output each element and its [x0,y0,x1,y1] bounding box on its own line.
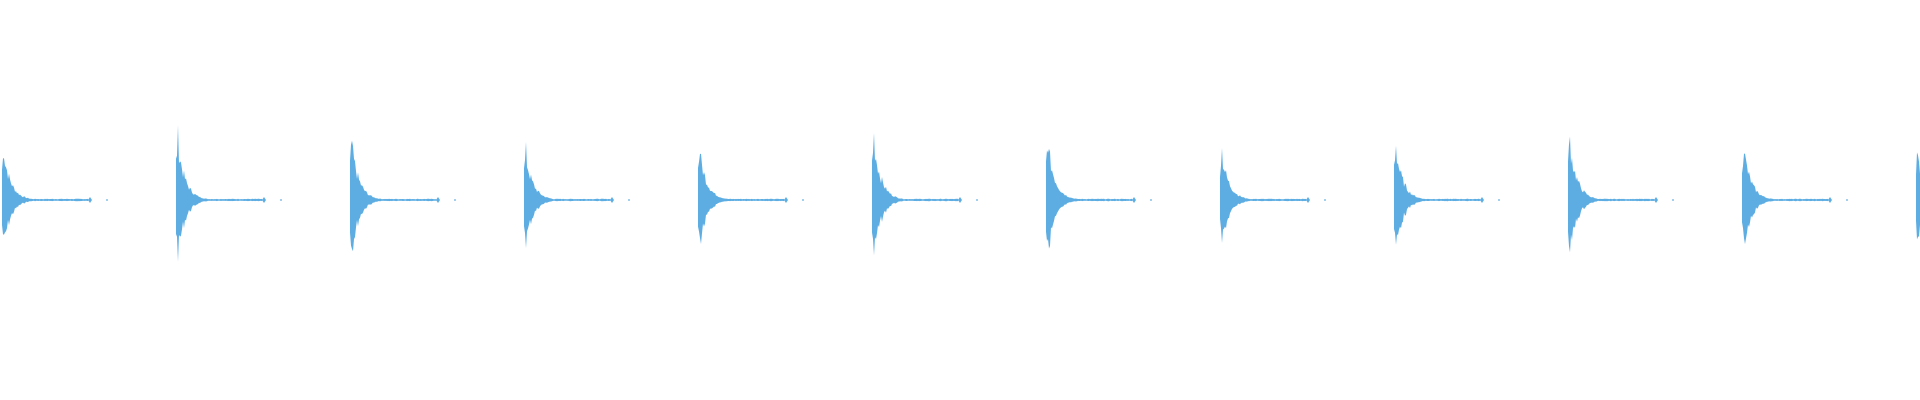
pulse-dot [1324,199,1326,201]
pulse-envelope [2,158,88,235]
waveform-pulse [524,141,630,248]
pulse-dot [1672,199,1674,201]
waveform-pulse [1916,152,1920,240]
pulse-dot [454,199,456,201]
pulse-blip [88,197,92,203]
pulse-envelope [350,140,436,252]
pulse-blip [436,197,440,203]
waveform-pulse [2,158,108,235]
pulse-dot [280,199,282,201]
waveform-pulse [1568,136,1674,253]
pulse-blip [1132,197,1136,203]
pulse-envelope [698,153,784,244]
pulse-blip [1654,197,1658,203]
pulse-blip [1828,197,1832,203]
pulse-dot [628,199,630,201]
waveform-pulse [1394,145,1500,245]
pulse-blip [610,197,614,203]
waveform-pulses [2,125,1920,262]
pulse-envelope [1046,148,1132,249]
pulse-blip [1480,197,1484,203]
pulse-blip [958,197,962,203]
waveform-pulse [1742,153,1848,245]
pulse-dot [802,199,804,201]
waveform-pulse [350,140,456,252]
waveform-pulse [1220,148,1326,243]
pulse-envelope [176,125,262,262]
pulse-blip [262,197,266,203]
waveform-pulse [872,133,978,256]
pulse-dot [1150,199,1152,201]
pulse-dot [1498,199,1500,201]
pulse-envelope [524,141,610,248]
waveform-pulse [698,153,804,244]
pulse-dot [1846,199,1848,201]
pulse-blip [1306,197,1310,203]
waveform-pulse [1046,148,1152,249]
pulse-envelope [1220,148,1306,243]
pulse-envelope [1916,152,1920,240]
pulse-envelope [872,133,958,256]
pulse-dot [106,199,108,201]
pulse-blip [784,197,788,203]
waveform-pulse [176,125,282,262]
pulse-envelope [1568,136,1654,253]
pulse-envelope [1742,153,1828,245]
pulse-dot [976,199,978,201]
pulse-envelope [1394,145,1480,245]
